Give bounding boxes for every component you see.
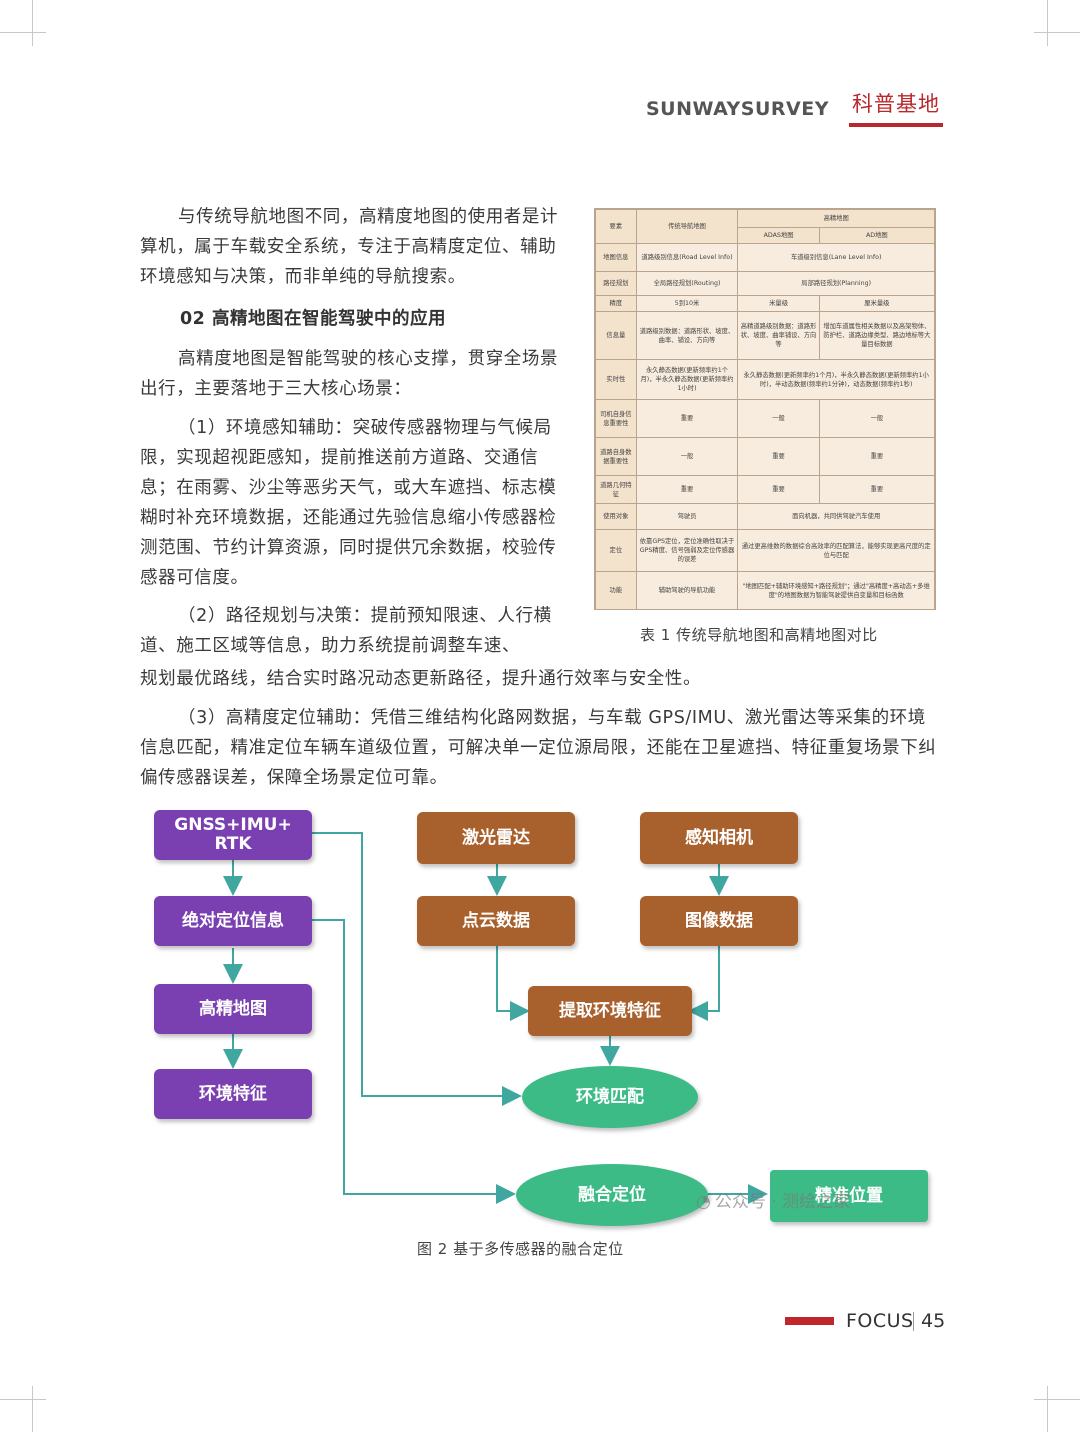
node-hd-map: 高精地图	[154, 984, 312, 1034]
paragraph-1: 与传统导航地图不同，高精度地图的使用者是计算机，属于车载安全系统，专注于高精度定…	[140, 207, 559, 287]
table-row: 使用对象 驾驶员 面向机器，共同供驾驶汽车使用	[595, 503, 935, 530]
node-fusion-positioning: 融合定位	[516, 1164, 708, 1226]
watermark: ◔公众号 · 测绘之家	[696, 1192, 851, 1212]
node-absolute-position: 绝对定位信息	[154, 896, 312, 946]
table-row: 道路几何特征 重要 重要 重要	[595, 475, 936, 504]
section-heading: 02 高精地图在智能驾驶中的应用	[180, 309, 446, 329]
arrow-cloud-to-extract	[496, 946, 530, 1021]
table-row: 地图信息 道路级别信息(Road Level Info) 车道级别信息(Lane…	[595, 243, 935, 272]
section-tag: 科普基地	[852, 92, 940, 116]
table-row: 道路自身数据重要性 一般 重要 重要	[595, 437, 936, 476]
node-environment-feature: 环境特征	[154, 1069, 312, 1119]
footer-section-label: FOCUS	[846, 1310, 914, 1332]
table-row: 定位 依靠GPS定位，定位准确性取决于GPS精度、信号强弱及定位传感器的误差 通…	[595, 529, 935, 572]
table-header-hd: 高精地图	[737, 209, 935, 228]
crop-mark	[0, 1399, 46, 1400]
paragraph-4: （2）路径规划与决策：提前预知限速、人行横道、施工区域等信息，助力系统提前调整车…	[140, 606, 552, 656]
figure-caption: 图 2 基于多传感器的融合定位	[417, 1240, 624, 1258]
table-row: 精度 5到10米 米量级 厘米量级	[595, 295, 936, 312]
table-row: 实时性 永久静态数据(更新频率约1个月)，半永久静态数据(更新频率约1小时) 永…	[595, 359, 935, 400]
crop-mark	[1047, 0, 1048, 46]
arrow-image-to-extract	[688, 946, 720, 1021]
node-image-data: 图像数据	[640, 896, 798, 946]
diagram-connectors	[223, 832, 768, 1204]
node-precise-position: 精准位置	[770, 1170, 928, 1222]
node-camera: 感知相机	[640, 812, 798, 864]
table-row: 功能 辅助驾驶的导航功能 "地图匹配+辅助环境感知+路径规划"；通过"高精度+高…	[595, 571, 935, 610]
table-row: 司机自身信息重要性 重要 一般 一般	[595, 399, 936, 438]
node-environment-match: 环境匹配	[522, 1066, 698, 1128]
fusion-positioning-diagram: GNSS+IMU+ RTK 绝对定位信息 高精地图 环境特征 激光雷达 感知相机…	[140, 800, 940, 1230]
node-lidar: 激光雷达	[417, 812, 575, 864]
crop-mark	[1034, 32, 1080, 33]
crop-mark	[0, 32, 46, 33]
node-point-cloud: 点云数据	[417, 896, 575, 946]
paragraph-2: 高精度地图是智能驾驶的核心支撑，贯穿全场景出行，主要落地于三大核心场景：	[140, 349, 559, 399]
table-header-ad: AD地图	[818, 227, 936, 244]
footer-accent-bar	[785, 1317, 834, 1325]
table-row: 路径规划 全局路径规划(Routing) 局部路径规划(Planning)	[595, 271, 935, 296]
node-extract-features: 提取环境特征	[528, 986, 692, 1036]
table-header-traditional: 传统导航地图	[635, 209, 739, 244]
crop-mark	[32, 1386, 33, 1432]
node-gnss-imu-rtk: GNSS+IMU+ RTK	[154, 810, 312, 860]
paragraph-3: （1）环境感知辅助：突破传感器物理与气候局限，实现超视距感知，提前推送前方道路、…	[140, 418, 557, 588]
comparison-table: 要素 传统导航地图 高精地图 ADAS地图 AD地图 地图信息 道路级别信息(R…	[594, 208, 936, 610]
crop-mark	[1047, 1386, 1048, 1432]
footer-separator	[913, 1312, 914, 1331]
crop-mark	[32, 0, 33, 46]
arrow-abs-to-fusion	[312, 919, 516, 1204]
table-header-adas: ADAS地图	[737, 227, 820, 244]
section-underline	[849, 123, 943, 127]
table-caption: 表 1 传统导航地图和高精地图对比	[640, 626, 878, 644]
crop-mark	[1034, 1399, 1080, 1400]
paragraph-4-continued: 规划最优路线，结合实时路况动态更新路径，提升通行效率与安全性。	[140, 669, 702, 689]
arrow-gnss-to-match	[312, 832, 522, 1106]
page-number: 45	[921, 1310, 946, 1332]
paragraph-5: （3）高精度定位辅助：凭借三维结构化路网数据，与车载 GPS/IMU、激光雷达等…	[140, 708, 937, 788]
table-header-item: 要素	[595, 209, 637, 244]
wechat-icon: ◔	[696, 1192, 711, 1212]
table-row: 信息量 道路级别数据：道路形状、坡度、曲率、铺设、方向等 高精道路级别数据：道路…	[595, 311, 936, 360]
brand-logo: SUNWAYSURVEY	[646, 98, 829, 120]
